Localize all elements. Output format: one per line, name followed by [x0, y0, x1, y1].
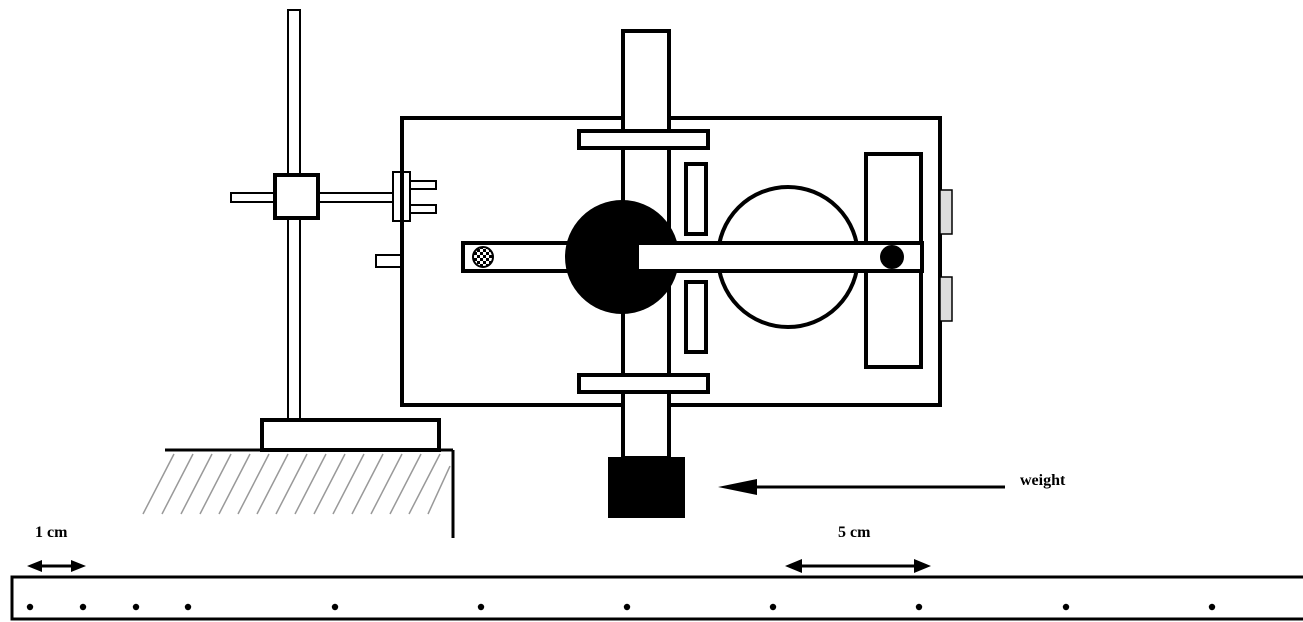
side-knob [375, 254, 403, 268]
pivot-dot-icon [880, 245, 904, 269]
ruler-dot [1208, 603, 1216, 611]
weight-block [608, 457, 685, 518]
boss-clamp [273, 173, 320, 220]
slot-upper [684, 162, 708, 236]
table-hatching [142, 453, 451, 515]
central-hub [565, 200, 679, 314]
lever-arm-right-overlay [637, 245, 920, 269]
retort-stand [230, 9, 441, 452]
clamp-prong-bottom [409, 204, 437, 214]
ruler-dot [623, 603, 631, 611]
guide-plate-top [577, 129, 710, 150]
five-cm-label: 5 cm [838, 524, 871, 541]
table [142, 448, 455, 538]
one-cm-arrow [27, 560, 86, 572]
ruler-dot [331, 603, 339, 611]
ruler-dot [769, 603, 777, 611]
stand-base [260, 418, 441, 452]
ruler-dot [1062, 603, 1070, 611]
five-cm-arrow [785, 559, 931, 573]
slot-lower [684, 280, 708, 354]
right-tab-top [939, 189, 953, 235]
clamp-prong-top [409, 180, 437, 190]
checkerboard-circle-icon [472, 246, 494, 268]
ruler-bar [10, 575, 1303, 621]
ruler-dot [79, 603, 87, 611]
ruler-dot [184, 603, 192, 611]
ruler-dot [132, 603, 140, 611]
ruler-dot [26, 603, 34, 611]
weight-label: weight [1020, 472, 1066, 489]
weight-arrow [718, 479, 1005, 495]
guide-plate-bottom [577, 373, 710, 394]
right-tab-bottom [939, 276, 953, 322]
ruler-dot [915, 603, 923, 611]
ruler-dots [26, 603, 1216, 611]
ruler-dot [477, 603, 485, 611]
one-cm-label: 1 cm [35, 524, 68, 541]
